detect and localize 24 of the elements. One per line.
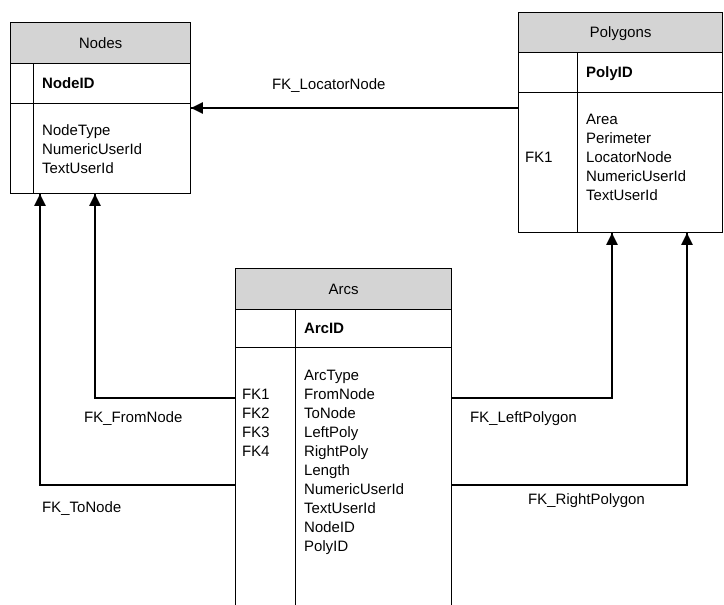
field-list: ArcType FromNode ToNode LeftPoly RightPoly Length NumericUserId TextUserId NodeID PolyID (304, 366, 404, 556)
relationship-arrow (452, 233, 693, 486)
primary-key-field: ArcID (304, 319, 344, 338)
edge-label: FK_FromNode (82, 409, 184, 426)
relationship-arrow (34, 194, 235, 486)
edge-label: FK_ToNode (40, 499, 124, 516)
relationship-arrow (452, 233, 618, 399)
entity-table (10, 22, 191, 194)
edge-label: FK_LocatorNode (270, 76, 388, 93)
foreign-key-markers: FK1 FK2 FK3 FK4 (242, 385, 270, 461)
table-name: Polygons (590, 24, 652, 41)
primary-key-field: PolyID (586, 63, 633, 82)
field-list: NodeType NumericUserId TextUserId (42, 121, 142, 178)
edge-label: FK_LeftPolygon (468, 409, 579, 426)
field-list: Area Perimeter LocatorNode NumericUserId TextUserId (586, 110, 686, 205)
relationship-arrow (191, 102, 518, 114)
relationship-arrow (89, 194, 235, 399)
table-name: Nodes (78, 34, 122, 52)
table-name: Arcs (328, 280, 358, 298)
entity-table (235, 268, 452, 605)
foreign-key-markers: FK1 (525, 148, 553, 167)
entity-table (518, 12, 723, 233)
edge-label: FK_RightPolygon (526, 491, 647, 508)
primary-key-field: NodeID (42, 74, 94, 93)
